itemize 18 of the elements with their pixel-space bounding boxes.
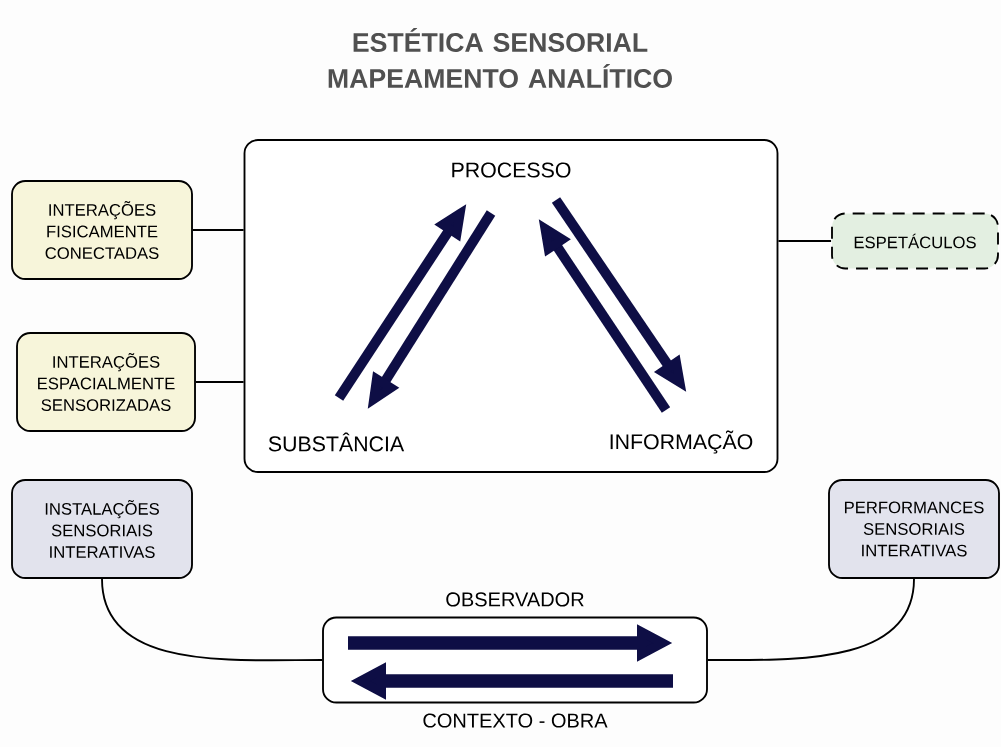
concept-label: SUBSTÂNCIA xyxy=(268,432,405,452)
concept-label: PROCESSO xyxy=(452,162,571,178)
connector-line xyxy=(195,381,245,383)
title: ESTÉTICA SENSORIAL MAPEAMENTO ANALÍTICO xyxy=(328,28,672,88)
connector-line xyxy=(707,578,915,661)
frame-box xyxy=(243,139,779,473)
category-box: PERFORMANCES SENSORIAIS INTERATIVAS xyxy=(828,479,1000,579)
box: OBSERVADOR CONTEXTO - OBRA xyxy=(322,592,708,728)
concept-label: INFORMAÇÃO xyxy=(610,430,753,454)
category-box: ESPETÁCULOS xyxy=(831,212,999,270)
node-label: CONTEXTO - OBRA xyxy=(423,713,608,728)
category-box: INSTALAÇÕES SENSORIAIS INTERATIVAS xyxy=(11,479,193,579)
connector-line xyxy=(101,578,323,662)
category-box: INTERAÇÕES ESPACIALMENTE SENSORIZADAS xyxy=(16,332,196,432)
category-box: INTERAÇÕES FISICAMENTE CONECTADAS xyxy=(11,180,193,280)
node-label: OBSERVADOR xyxy=(446,592,584,607)
connector-line xyxy=(192,229,245,231)
connector-line xyxy=(777,240,832,242)
